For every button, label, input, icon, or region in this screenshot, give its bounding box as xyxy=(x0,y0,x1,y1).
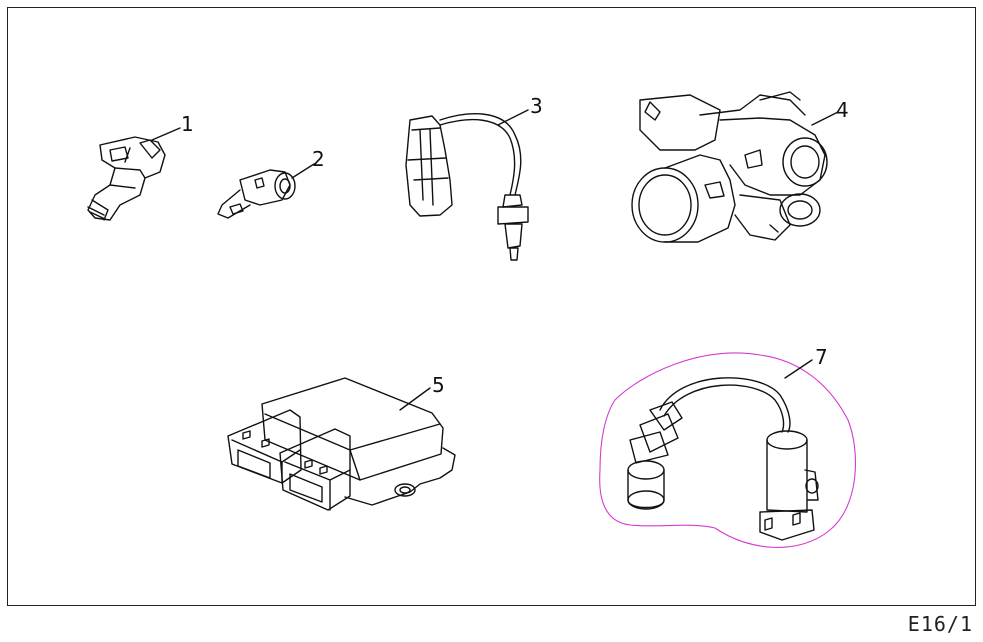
callout-7: 7 xyxy=(815,345,828,369)
crankshaft-sensor-icon xyxy=(217,169,296,219)
leader-line-3 xyxy=(497,109,529,126)
fuel-injector-icon xyxy=(87,136,166,221)
callout-2: 2 xyxy=(312,147,325,171)
leader-line-4 xyxy=(811,111,839,126)
oxygen-sensor-icon xyxy=(405,113,529,261)
leader-line-5 xyxy=(399,387,431,411)
callout-3: 3 xyxy=(530,94,543,118)
callout-4: 4 xyxy=(836,98,849,122)
leader-line-7 xyxy=(784,359,813,379)
highlight-outline xyxy=(599,352,856,548)
leader-line-1 xyxy=(151,127,181,141)
page-code: E16/1 xyxy=(907,612,973,636)
leader-line-2 xyxy=(291,163,315,179)
drawing-frame xyxy=(7,7,976,606)
callout-1: 1 xyxy=(181,112,194,136)
throttle-body-icon xyxy=(631,91,828,243)
idle-valve-icon xyxy=(627,377,819,541)
callout-5: 5 xyxy=(432,373,445,397)
ecu-icon xyxy=(227,377,456,511)
